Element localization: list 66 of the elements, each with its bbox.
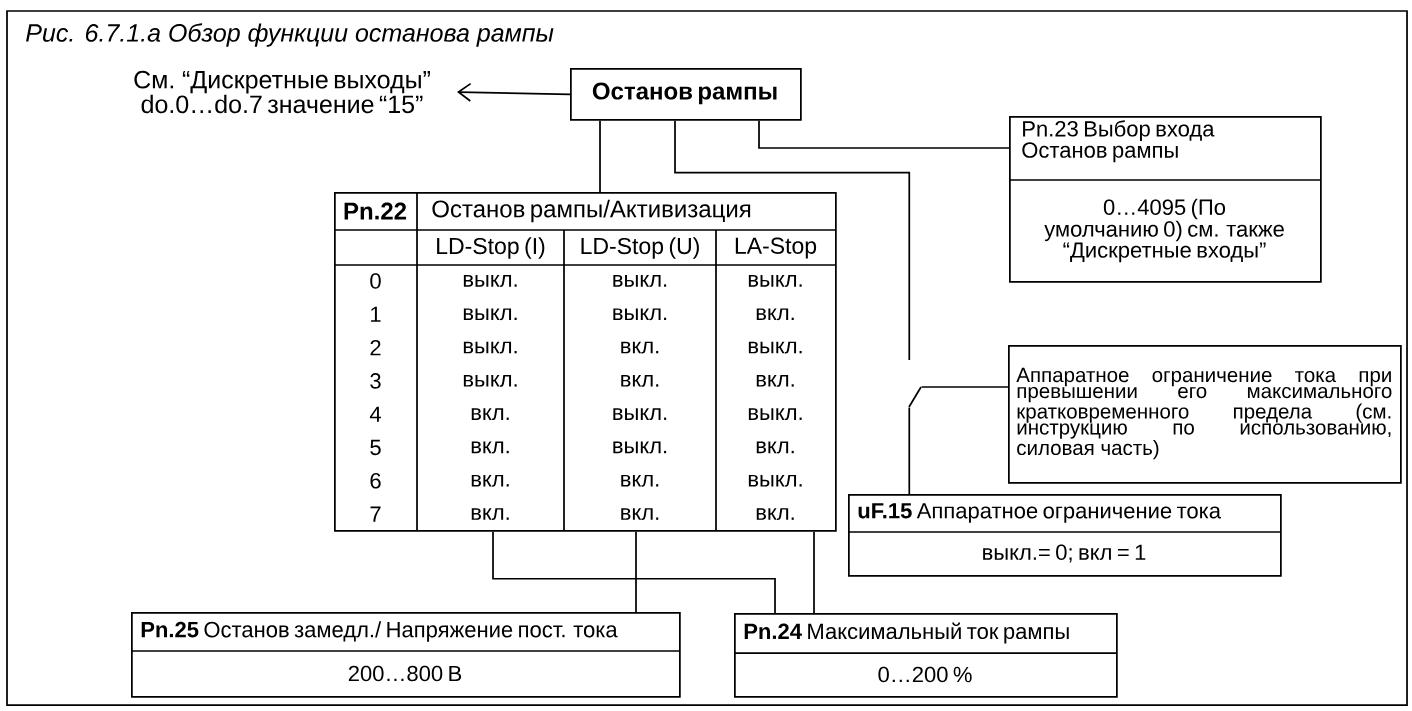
table-cell: вкл. — [621, 341, 659, 354]
table-cell: выкл. — [463, 275, 517, 287]
value-range: 0…200 % — [878, 666, 972, 683]
table-cell: вкл. — [756, 441, 794, 454]
table-cell: вкл. — [621, 508, 659, 520]
table-cell: выкл. — [748, 408, 802, 421]
table-cell: выкл. — [463, 308, 517, 321]
value-range: выкл.= 0; вкл = 1 — [983, 544, 1146, 563]
table-cell: вкл. — [471, 441, 509, 454]
value-range: 0…4095 (По умолчанию 0) см. также “Дискретные входы” — [1044, 198, 1284, 263]
table-cell: 2 — [370, 339, 381, 356]
table-cell: выкл. — [613, 441, 667, 454]
table-cell: вкл. — [756, 308, 794, 321]
table-cell: выкл. — [748, 275, 802, 287]
table-cell: выкл. — [748, 474, 802, 487]
arrow — [457, 82, 571, 102]
parameter-label: Pn.24 Максимальный ток рампы — [744, 622, 1069, 644]
table-cell: выкл. — [463, 375, 517, 387]
column-heading: LD-Stop (I) — [437, 237, 545, 259]
parameter-box — [1008, 116, 1322, 283]
table-cell: выкл. — [748, 341, 802, 354]
box-title: Останов рампы — [592, 82, 777, 105]
connector-line — [635, 530, 637, 613]
parameter-table — [333, 191, 837, 532]
switch-symbol — [908, 386, 922, 408]
figure-title: Рис. 6.7.1.a Обзор функции останова рампы — [26, 23, 554, 47]
table-cell: 3 — [370, 373, 381, 389]
table-cell: 1 — [371, 306, 381, 322]
connector-line — [908, 406, 911, 495]
parameter-label: Pn.25 Останов замедл./ Напряжение пост. тока — [141, 621, 618, 642]
parameter-box — [733, 613, 1118, 698]
table-cell: вкл. — [756, 375, 794, 387]
parameter-label: Pn.23 Выбор входа Останов рампы — [1022, 120, 1215, 163]
reference-note: См. “Дискретные выходы” do.0…do.7 значение “15” — [134, 70, 430, 114]
table-cell: 4 — [369, 406, 381, 422]
connector-line — [492, 530, 776, 614]
table-cell: выкл. — [613, 275, 667, 287]
column-heading: LA-Stop — [735, 237, 817, 259]
leader-line — [920, 386, 1009, 388]
connector-line — [758, 119, 1010, 149]
parameter-label: Pn.22 — [344, 202, 407, 220]
table-cell: 7 — [370, 506, 381, 522]
table-cell: 0 — [370, 273, 381, 289]
table-cell: 5 — [370, 439, 381, 456]
function-box — [570, 68, 802, 121]
table-cell: вкл. — [621, 474, 659, 487]
connector-line — [813, 530, 815, 614]
parameter-box — [130, 612, 681, 698]
table-cell: вкл. — [621, 375, 659, 387]
table-cell: выкл. — [613, 408, 667, 421]
table-cell: вкл. — [471, 408, 509, 421]
connector-line — [599, 119, 601, 193]
note-text: Аппаратное ограничение тока при превышении его максимального кратковременного предела (см. инструкцию по использованию, силовая часть) — [1016, 367, 1392, 460]
connector-line — [674, 119, 911, 361]
table-heading: Останов рампы/Активизация — [432, 199, 751, 223]
table-cell: вкл. — [471, 474, 509, 487]
table-cell: 6 — [370, 473, 381, 489]
table-cell: выкл. — [463, 341, 517, 354]
parameter-label: uF.15 Аппаратное ограничение тока — [858, 503, 1221, 523]
note-box — [1008, 345, 1402, 484]
value-range: 200…800 В — [348, 665, 462, 682]
table-cell: вкл. — [756, 508, 794, 520]
column-heading: LD-Stop (U) — [581, 237, 699, 259]
parameter-box — [847, 494, 1282, 577]
table-cell: вкл. — [471, 508, 509, 520]
table-cell: выкл. — [613, 308, 667, 321]
